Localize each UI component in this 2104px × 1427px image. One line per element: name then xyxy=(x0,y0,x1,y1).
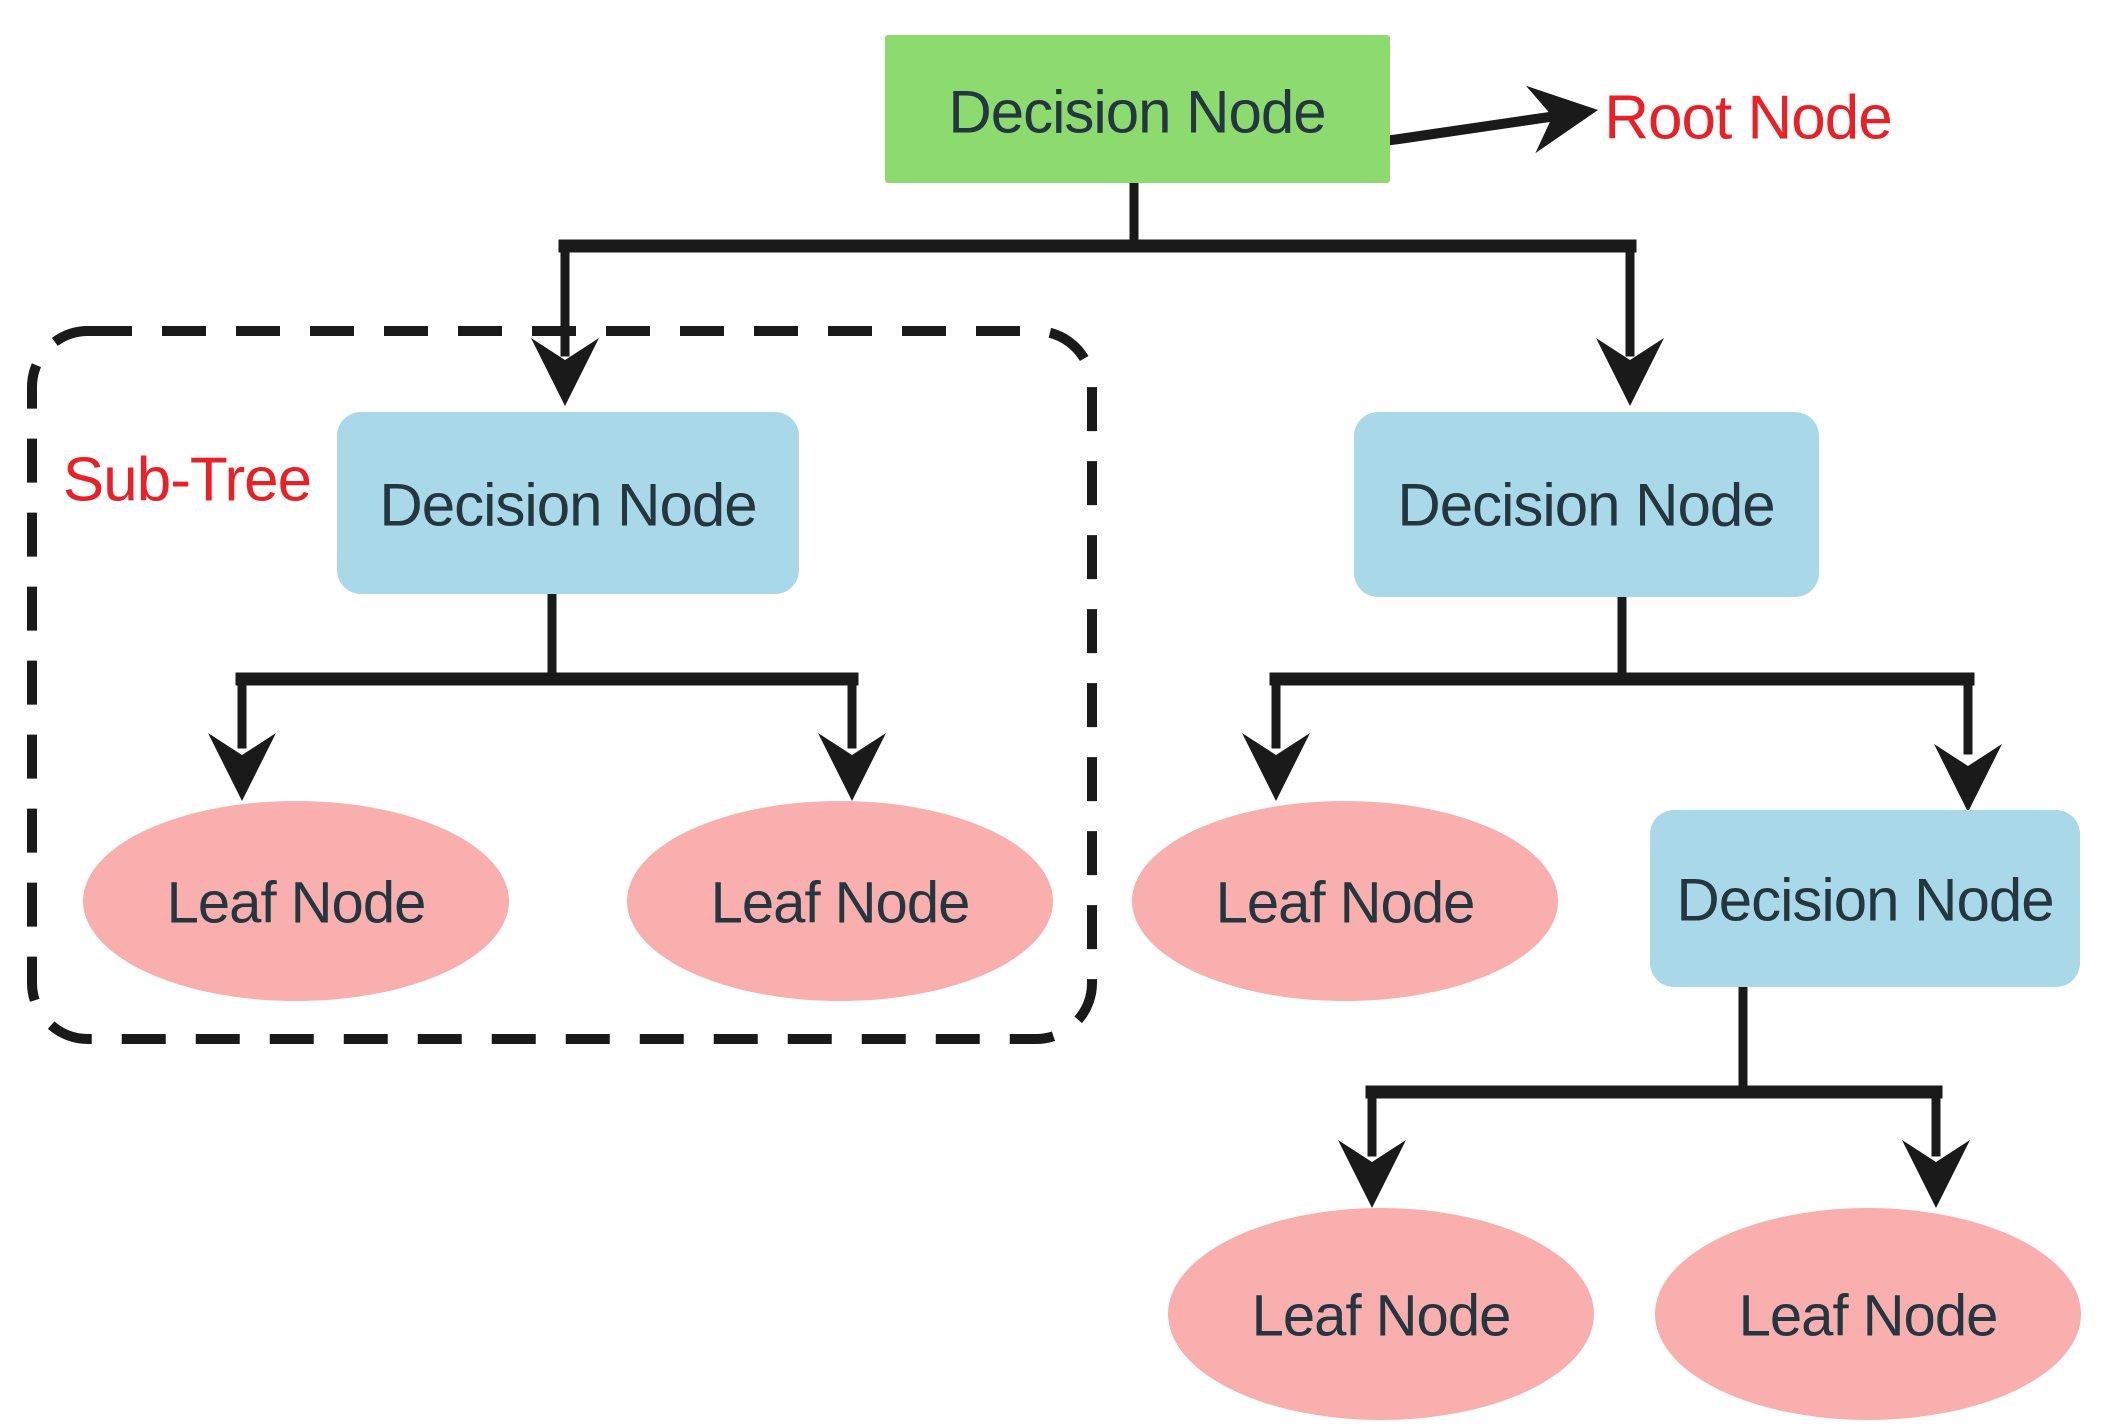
root-decision-node: Decision Node xyxy=(885,35,1390,183)
left-leaf-node-2: Leaf Node xyxy=(627,801,1053,1001)
root-node-annotation: Root Node xyxy=(1604,84,1891,153)
root-decision-rect xyxy=(885,35,1390,183)
root-decision-label: Decision Node xyxy=(948,79,1325,146)
right-decision-label: Decision Node xyxy=(1397,472,1774,539)
right-leaf-label: Leaf Node xyxy=(1216,871,1475,936)
bottom-leaf-node-2: Leaf Node xyxy=(1655,1208,2081,1420)
right-decision-rect xyxy=(1354,412,1819,597)
subtree-annotation: Sub-Tree xyxy=(63,446,311,515)
left-decision-label: Decision Node xyxy=(379,472,756,539)
right-decision-2-label: Decision Node xyxy=(1676,867,2053,934)
bottom-leaf-2-ellipse xyxy=(1655,1208,2081,1420)
bottom-leaf-1-label: Leaf Node xyxy=(1252,1284,1511,1349)
right-decision-node: Decision Node xyxy=(1354,412,1819,597)
left-decision-node: Decision Node xyxy=(337,412,799,594)
bottom-leaf-1-ellipse xyxy=(1168,1208,1594,1420)
right-decision-node-2: Decision Node xyxy=(1650,810,2080,987)
right-leaf-ellipse xyxy=(1132,801,1558,1001)
right-decision-2-rect xyxy=(1650,810,2080,987)
left-leaf-1-label: Leaf Node xyxy=(167,871,426,936)
connector-root-annotation xyxy=(1386,110,1562,146)
bottom-leaf-node-1: Leaf Node xyxy=(1168,1208,1594,1420)
left-decision-rect xyxy=(337,412,799,594)
left-leaf-node-1: Leaf Node xyxy=(83,801,509,1001)
left-leaf-2-ellipse xyxy=(627,801,1053,1001)
left-leaf-2-label: Leaf Node xyxy=(711,871,970,936)
bottom-leaf-2-label: Leaf Node xyxy=(1739,1284,1998,1349)
right-leaf-node: Leaf Node xyxy=(1132,801,1558,1001)
left-leaf-1-ellipse xyxy=(83,801,509,1001)
